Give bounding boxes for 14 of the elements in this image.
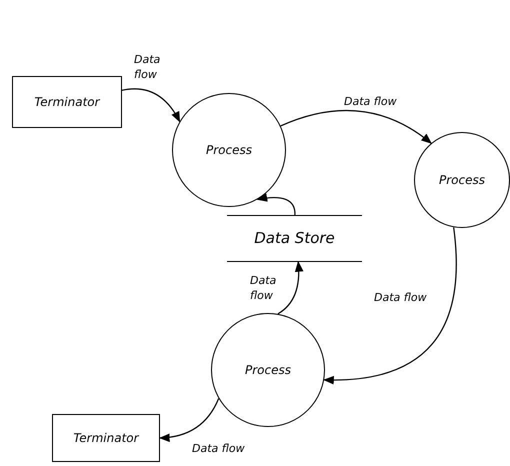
node-label: Process xyxy=(206,142,252,159)
arrow xyxy=(158,398,220,442)
arrow xyxy=(323,227,457,384)
node-label: Terminator xyxy=(73,430,139,447)
terminator-box xyxy=(52,414,160,462)
node-label: Terminator xyxy=(34,94,100,111)
arrow xyxy=(122,88,180,122)
node-label: Process xyxy=(439,172,485,189)
arrow xyxy=(278,260,304,314)
arrow xyxy=(280,110,432,144)
node-label: Data Store xyxy=(254,228,335,250)
terminator-box xyxy=(12,76,122,128)
node-label: Process xyxy=(245,362,291,379)
arrow xyxy=(256,194,296,216)
